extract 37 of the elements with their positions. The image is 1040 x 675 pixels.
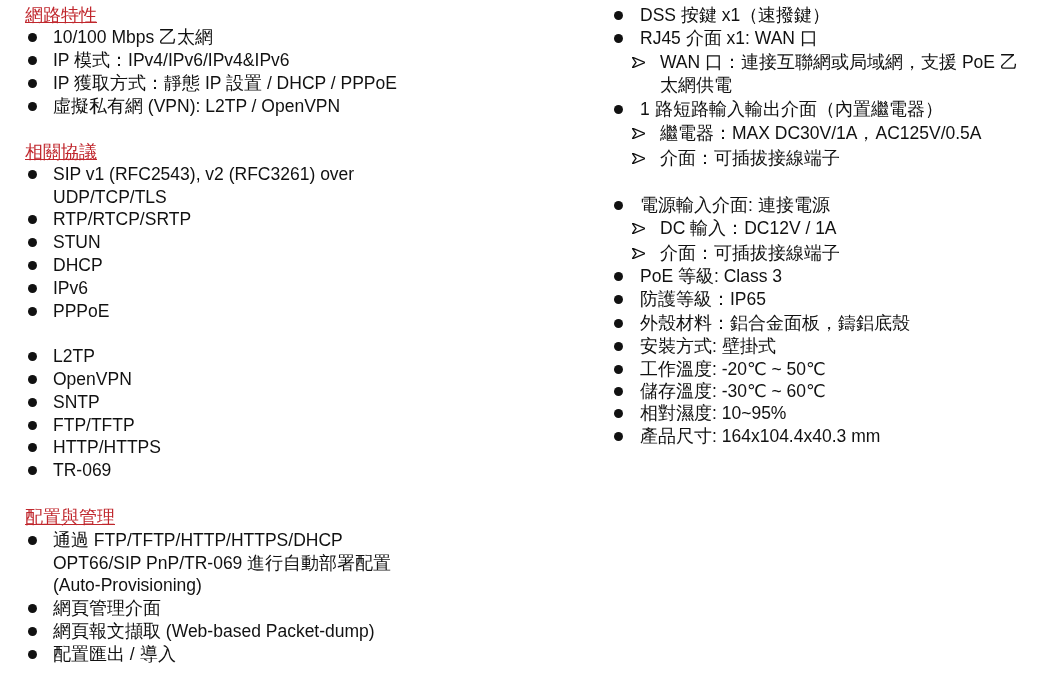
spec-item: 工作溫度: -20℃ ~ 50℃ [640,358,827,381]
spec-sub-item: 繼電器：MAX DC30V/1A，AC125V/0.5A [660,122,983,145]
spec-sub-item: 介面：可插拔接線端子 [660,242,841,265]
spec-item: IP 模式：IPv4/IPv6/IPv4&IPv6 [53,49,291,72]
spec-item: HTTP/HTTPS [53,436,162,459]
spec-item: 產品尺寸: 164x104.4x40.3 mm [640,425,882,448]
spec-item: 網頁管理介面 [53,597,162,620]
spec-item: 安裝方式: 壁掛式 [640,335,777,358]
spec-item: DHCP [53,254,104,277]
spec-item: L2TP [53,345,96,368]
spec-item: 虛擬私有網 (VPN): L2TP / OpenVPN [53,95,342,118]
spec-item: 配置匯出 / 導入 [53,643,177,666]
spec-item: DSS 按鍵 x1（速撥鍵） [640,4,832,27]
spec-sub-item: WAN 口：連接互聯網或局域網，支援 PoE 乙太網供電 [660,51,1019,96]
spec-item: OpenVPN [53,368,133,391]
spec-item: 網頁報文擷取 (Web-based Packet-dump) [53,620,376,643]
spec-item: 10/100 Mbps 乙太網 [53,26,215,49]
spec-item: FTP/TFTP [53,414,136,437]
spec-item: 相對濕度: 10~95% [640,402,788,425]
spec-item: IP 獲取方式：靜態 IP 設置 / DHCP / PPPoE [53,72,398,95]
spec-item: 儲存溫度: -30℃ ~ 60℃ [640,380,827,403]
spec-item: RJ45 介面 x1: WAN 口 [640,27,819,50]
spec-sub-item: DC 輸入：DC12V / 1A [660,217,838,240]
spec-item: 通過 FTP/TFTP/HTTP/HTTPS/DHCP OPT66/SIP PnP/TR-069 進行自動部署配置 (Auto-Provisioning) [53,529,393,597]
spec-item: SIP v1 (RFC2543), v2 (RFC3261) over UDP/TCP/TLS [53,163,356,208]
spec-item: 電源輸入介面: 連接電源 [640,194,831,217]
spec-item: PPPoE [53,300,111,323]
spec-item: 防護等級：IP65 [640,288,767,311]
spec-item: 1 路短路輸入輸出介面（內置繼電器） [640,98,944,121]
spec-item: STUN [53,231,102,254]
spec-item: PoE 等級: Class 3 [640,265,784,288]
spec-sub-item: 介面：可插拔接線端子 [660,147,841,170]
spec-item: TR-069 [53,459,113,482]
spec-item: SNTP [53,391,101,414]
spec-item: IPv6 [53,277,90,300]
spec-item: RTP/RTCP/SRTP [53,208,193,231]
spec-item: 外殼材料：鋁合金面板，鑄鋁底殼 [640,312,911,335]
